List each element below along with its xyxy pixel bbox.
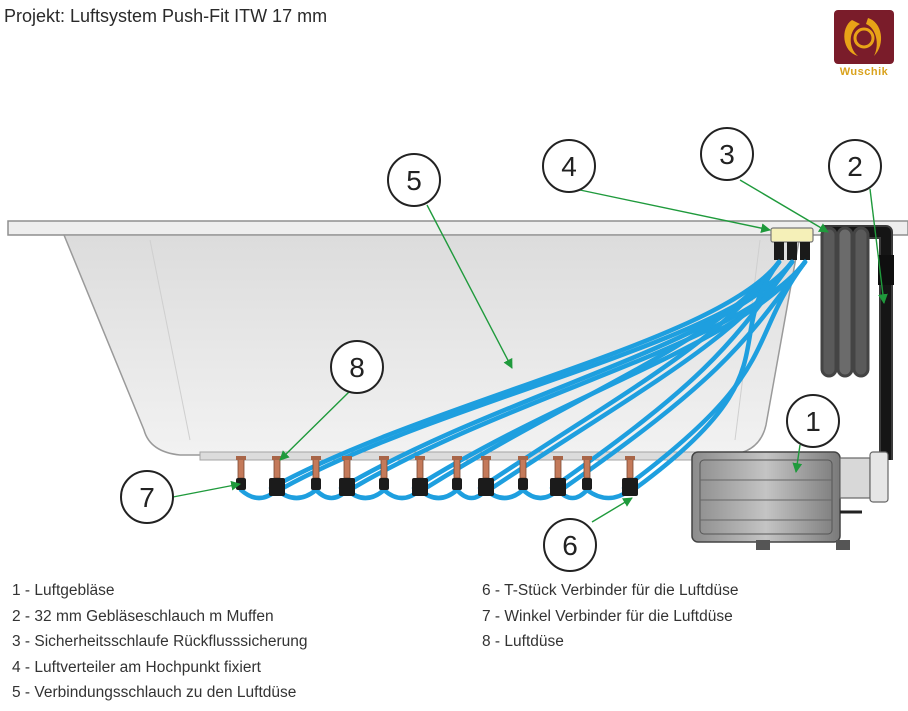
air-nozzle: [518, 456, 528, 490]
callout-4: 4: [542, 139, 596, 193]
connecting-hose: [338, 259, 795, 491]
air-nozzle: [269, 456, 285, 496]
legend-left: 1 - Luftgebläse 2 - 32 mm Gebläseschlauc…: [12, 578, 308, 706]
air-nozzle: [478, 456, 494, 496]
legend-item-4: 4 - Luftverteiler am Hochpunkt fixiert: [12, 658, 261, 676]
arrow-7: [172, 480, 241, 498]
arrow-3: [739, 179, 829, 233]
svg-text:1: 1: [805, 406, 821, 437]
connecting-hose: [268, 259, 782, 491]
logo-text: Wuschik: [839, 66, 889, 78]
bathtub: [7, 220, 908, 461]
arrow-6: [591, 497, 633, 523]
connecting-hose: [561, 259, 808, 491]
svg-text:6: 6: [562, 530, 578, 561]
arrow-1: [792, 444, 803, 473]
air-nozzle: [379, 456, 389, 490]
svg-text:4: 4: [561, 151, 577, 182]
callout-1: 1: [786, 394, 840, 448]
legend-item-2: 2 - 32 mm Gebläseschlauch m Muffen: [12, 607, 274, 625]
air-nozzle: [582, 456, 592, 490]
legend-item-7: 7 - Winkel Verbinder für die Luftdüse: [482, 607, 733, 625]
connecting-hose: [411, 259, 808, 491]
callout-6: 6: [543, 518, 597, 572]
callout-3: 3: [700, 127, 754, 181]
nozzle-fittings: [236, 456, 638, 496]
svg-text:8: 8: [349, 352, 365, 383]
connecting-hose: [633, 259, 782, 491]
arrow-4: [579, 189, 771, 233]
air-distributor: [770, 227, 814, 260]
svg-text:7: 7: [139, 482, 155, 513]
arrow-2: [869, 188, 888, 304]
callout-8: 8: [330, 340, 384, 394]
callout-arrows: [172, 179, 888, 523]
legend-item-5: 5 - Verbindungsschlauch zu den Luftdüse: [12, 684, 297, 701]
air-nozzle: [550, 456, 566, 496]
svg-text:3: 3: [719, 139, 735, 170]
legend-item-6: 6 - T-Stück Verbinder für die Luftdüse: [482, 582, 739, 599]
project-title: Projekt: Luftsystem Push-Fit ITW 17 mm: [4, 6, 328, 26]
air-blower: [691, 451, 889, 550]
air-nozzle: [412, 456, 428, 496]
legend-item-8: 8 - Luftdüse: [482, 633, 564, 650]
safety-loop: [820, 226, 870, 378]
legend-item-1: 1 - Luftgebläse: [12, 582, 115, 599]
callout-2: 2: [828, 139, 882, 193]
arrow-8: [279, 390, 351, 461]
svg-text:5: 5: [406, 165, 422, 196]
logo-emblem-icon: [834, 10, 894, 64]
connecting-hoses: [238, 259, 808, 501]
connecting-hose: [549, 259, 795, 491]
svg-text:2: 2: [847, 151, 863, 182]
air-nozzle: [339, 456, 355, 496]
connecting-hose: [621, 259, 808, 491]
air-nozzle: [622, 456, 638, 496]
wuschik-logo: Wuschik: [832, 8, 896, 78]
air-nozzle: [311, 456, 321, 490]
callout-circles: 1 2 3 4 5 6 7 8: [120, 127, 882, 572]
connecting-hose: [477, 259, 782, 491]
arrow-5: [426, 204, 513, 369]
legend-item-3: 3 - Sicherheitsschlaufe Rückflusssicheru…: [12, 633, 308, 650]
callout-7: 7: [120, 470, 174, 524]
air-nozzle: [452, 456, 462, 490]
callout-5: 5: [387, 153, 441, 207]
legend-right: 6 - T-Stück Verbinder für die Luftdüse 7…: [482, 578, 738, 655]
